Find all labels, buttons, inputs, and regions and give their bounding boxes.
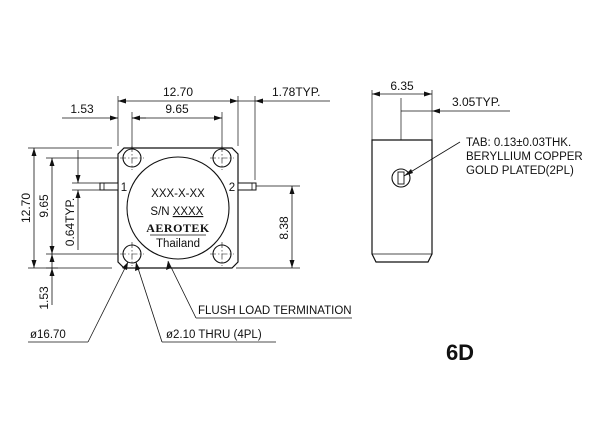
dim-hole-spacing-v: 9.65 xyxy=(37,194,51,218)
callout-flush-load: FLUSH LOAD TERMINATION xyxy=(198,305,352,317)
side-body xyxy=(371,139,433,263)
dim-tab-length: 1.78TYP. xyxy=(272,85,320,99)
mounting-hole-top-right xyxy=(210,146,234,170)
mounting-hole-bottom-right xyxy=(210,242,234,266)
tab-note-line2: BERYLLIUM COPPER xyxy=(466,151,583,163)
dim-tab-height: 8.38 xyxy=(277,216,291,240)
callout-diameter: ø16.70 xyxy=(30,329,66,341)
brand-logo: AEROTEK xyxy=(146,221,210,235)
model-marking: XXX-X-XX xyxy=(151,188,205,200)
port-2-label: 2 xyxy=(229,182,235,194)
front-view: 12.70 1.53 9.65 1.78TYP. 12.70 9.65 0.64… xyxy=(19,85,352,343)
mounting-hole-top-left xyxy=(120,146,144,170)
dim-side-width: 6.35 xyxy=(390,79,414,93)
dim-tab-offset: 3.05TYP. xyxy=(452,95,500,109)
serial-label: S/N xyxy=(150,206,169,218)
tab-port-1 xyxy=(99,182,119,191)
model-tag: 6D xyxy=(446,340,474,365)
dim-hole-spacing-h: 9.65 xyxy=(165,102,189,116)
tab-note-line3: GOLD PLATED(2PL) xyxy=(466,165,574,177)
tab-note-line1: TAB: 0.13±0.03THK. xyxy=(466,137,571,149)
dim-tab-width: 0.64TYP. xyxy=(63,198,77,246)
side-view: 6.35 3.05TYP. TAB: 0.13±0.03THK. BERYLLI… xyxy=(371,79,583,263)
country-marking: Thailand xyxy=(156,238,200,250)
center-disc xyxy=(126,156,230,260)
callout-thru-holes: ø2.10 THRU (4PL) xyxy=(166,329,262,341)
dim-left-offset: 1.53 xyxy=(70,102,94,116)
dim-height-overall: 12.70 xyxy=(19,193,33,223)
side-tab xyxy=(391,168,411,188)
dim-width-overall: 12.70 xyxy=(163,85,193,99)
mounting-hole-bottom-left xyxy=(120,242,144,266)
dim-bottom-offset: 1.53 xyxy=(37,286,51,310)
serial-value: XXXX xyxy=(173,206,204,218)
tab-port-2 xyxy=(237,182,257,191)
port-1-label: 1 xyxy=(121,182,127,194)
